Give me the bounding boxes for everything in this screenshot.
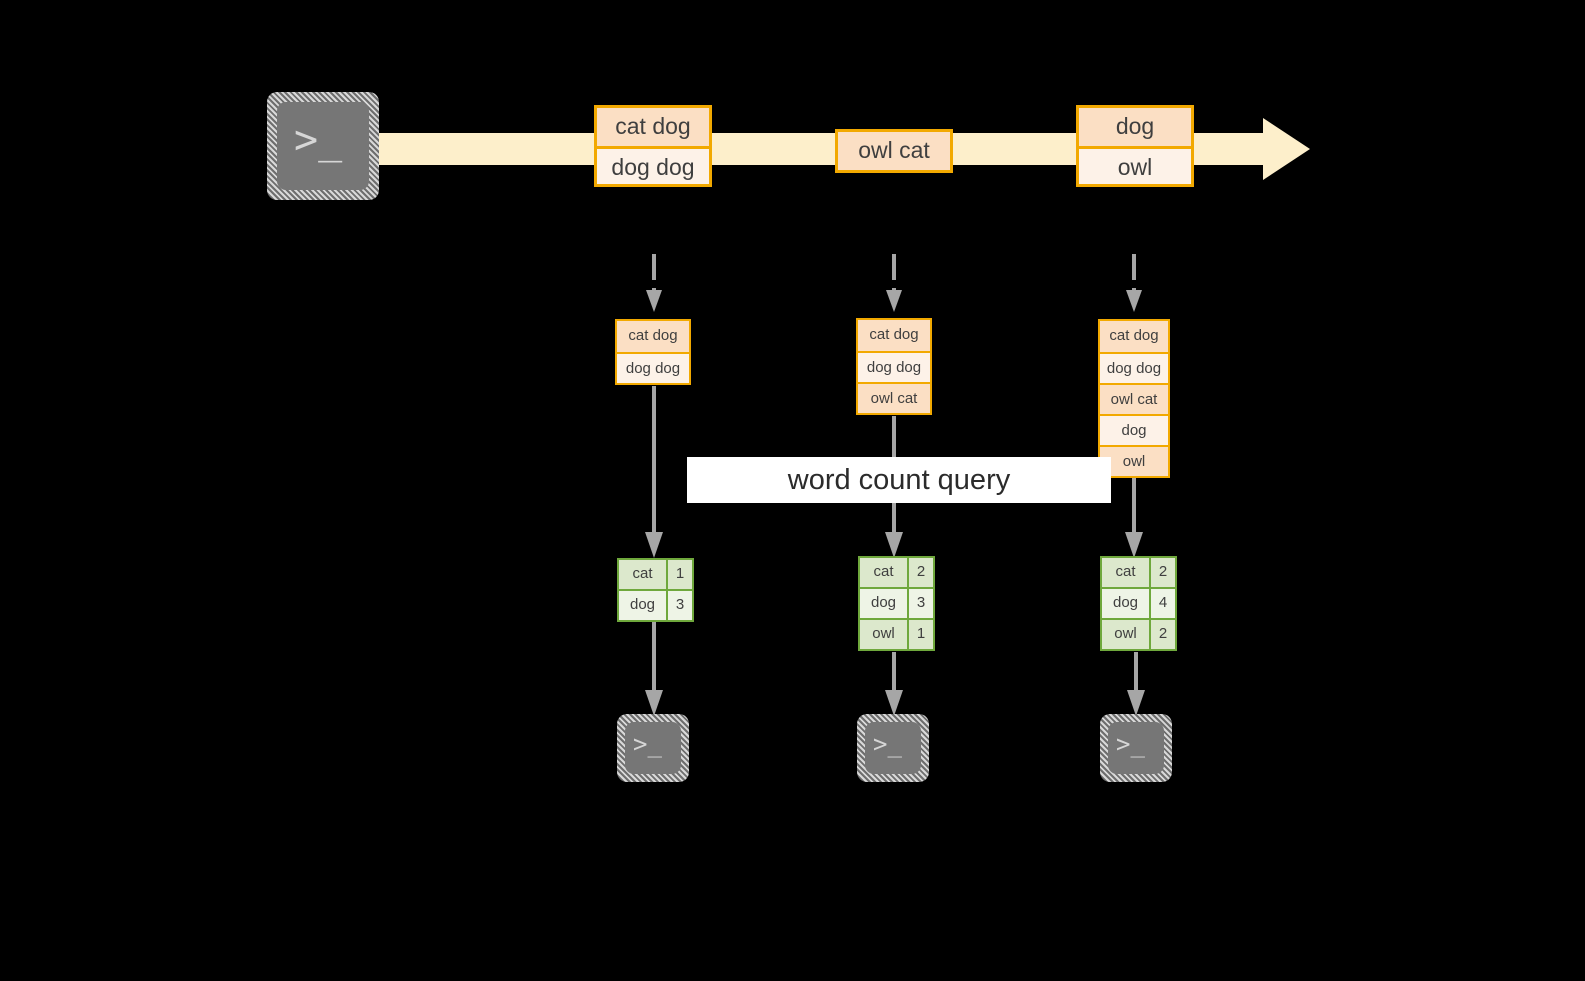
- sink-terminal-icon-1: >_: [617, 714, 689, 782]
- result-table-3: cat 2 dog 4 owl 2: [1100, 556, 1177, 651]
- ingest-arrow-1: [646, 254, 662, 316]
- result-word: owl: [1102, 620, 1149, 649]
- result-count: 2: [1149, 558, 1175, 587]
- result-word: owl: [860, 620, 907, 649]
- state-row: dog: [1100, 414, 1168, 445]
- table-row: dog 3: [619, 589, 692, 620]
- state-row: owl: [1100, 445, 1168, 476]
- table-row: dog 3: [860, 587, 933, 618]
- result-word: dog: [860, 589, 907, 618]
- result-count: 1: [907, 620, 933, 649]
- query-arrow-3: [1125, 478, 1143, 560]
- result-count: 3: [666, 591, 692, 620]
- table-row: dog 4: [1102, 587, 1175, 618]
- terminal-prompt-glyph: >_: [873, 730, 902, 758]
- ingest-arrow-3: [1126, 254, 1142, 316]
- state-box-2: cat dog dog dog owl cat: [856, 318, 932, 415]
- stream-message-row: dog dog: [597, 146, 709, 184]
- stream-message-1: cat dog dog dog: [594, 105, 712, 187]
- terminal-prompt-glyph: >_: [294, 117, 343, 163]
- sink-arrow-2: [885, 652, 903, 718]
- result-word: dog: [619, 591, 666, 620]
- result-count: 4: [1149, 589, 1175, 618]
- table-row: cat 2: [1102, 558, 1175, 587]
- result-count: 3: [907, 589, 933, 618]
- source-terminal-icon: >_: [267, 92, 379, 200]
- result-count: 2: [907, 558, 933, 587]
- stream-message-row: owl cat: [838, 132, 950, 170]
- ingest-arrow-2: [886, 254, 902, 316]
- stream-message-row: owl: [1079, 146, 1191, 184]
- result-count: 2: [1149, 620, 1175, 649]
- sink-arrow-1: [645, 622, 663, 718]
- table-row: cat 1: [619, 560, 692, 589]
- result-word: cat: [619, 560, 666, 589]
- query-banner: word count query: [687, 457, 1111, 503]
- table-row: owl 1: [860, 618, 933, 649]
- sink-terminal-icon-2: >_: [857, 714, 929, 782]
- stream-message-row: dog: [1079, 108, 1191, 146]
- state-row: owl cat: [1100, 383, 1168, 414]
- sink-terminal-icon-3: >_: [1100, 714, 1172, 782]
- stream-message-3: dog owl: [1076, 105, 1194, 187]
- state-row: dog dog: [1100, 352, 1168, 383]
- result-word: cat: [860, 558, 907, 587]
- result-word: dog: [1102, 589, 1149, 618]
- stream-message-2: owl cat: [835, 129, 953, 173]
- result-word: cat: [1102, 558, 1149, 587]
- terminal-body: [865, 722, 921, 774]
- terminal-body: [1108, 722, 1164, 774]
- query-arrow-1: [645, 386, 663, 560]
- state-row: cat dog: [617, 321, 689, 352]
- sink-arrow-3: [1127, 652, 1145, 718]
- table-row: cat 2: [860, 558, 933, 587]
- terminal-prompt-glyph: >_: [633, 730, 662, 758]
- terminal-body: [625, 722, 681, 774]
- state-box-3: cat dog dog dog owl cat dog owl: [1098, 319, 1170, 478]
- state-row: dog dog: [617, 352, 689, 383]
- query-banner-label: word count query: [787, 463, 1011, 496]
- stream-message-row: cat dog: [597, 108, 709, 146]
- terminal-body: [277, 102, 369, 190]
- state-box-1: cat dog dog dog: [615, 319, 691, 385]
- table-row: owl 2: [1102, 618, 1175, 649]
- result-count: 1: [666, 560, 692, 589]
- result-table-2: cat 2 dog 3 owl 1: [858, 556, 935, 651]
- state-row: owl cat: [858, 382, 930, 413]
- state-row: dog dog: [858, 351, 930, 382]
- state-row: cat dog: [1100, 321, 1168, 352]
- result-table-1: cat 1 dog 3: [617, 558, 694, 622]
- terminal-prompt-glyph: >_: [1116, 730, 1145, 758]
- state-row: cat dog: [858, 320, 930, 351]
